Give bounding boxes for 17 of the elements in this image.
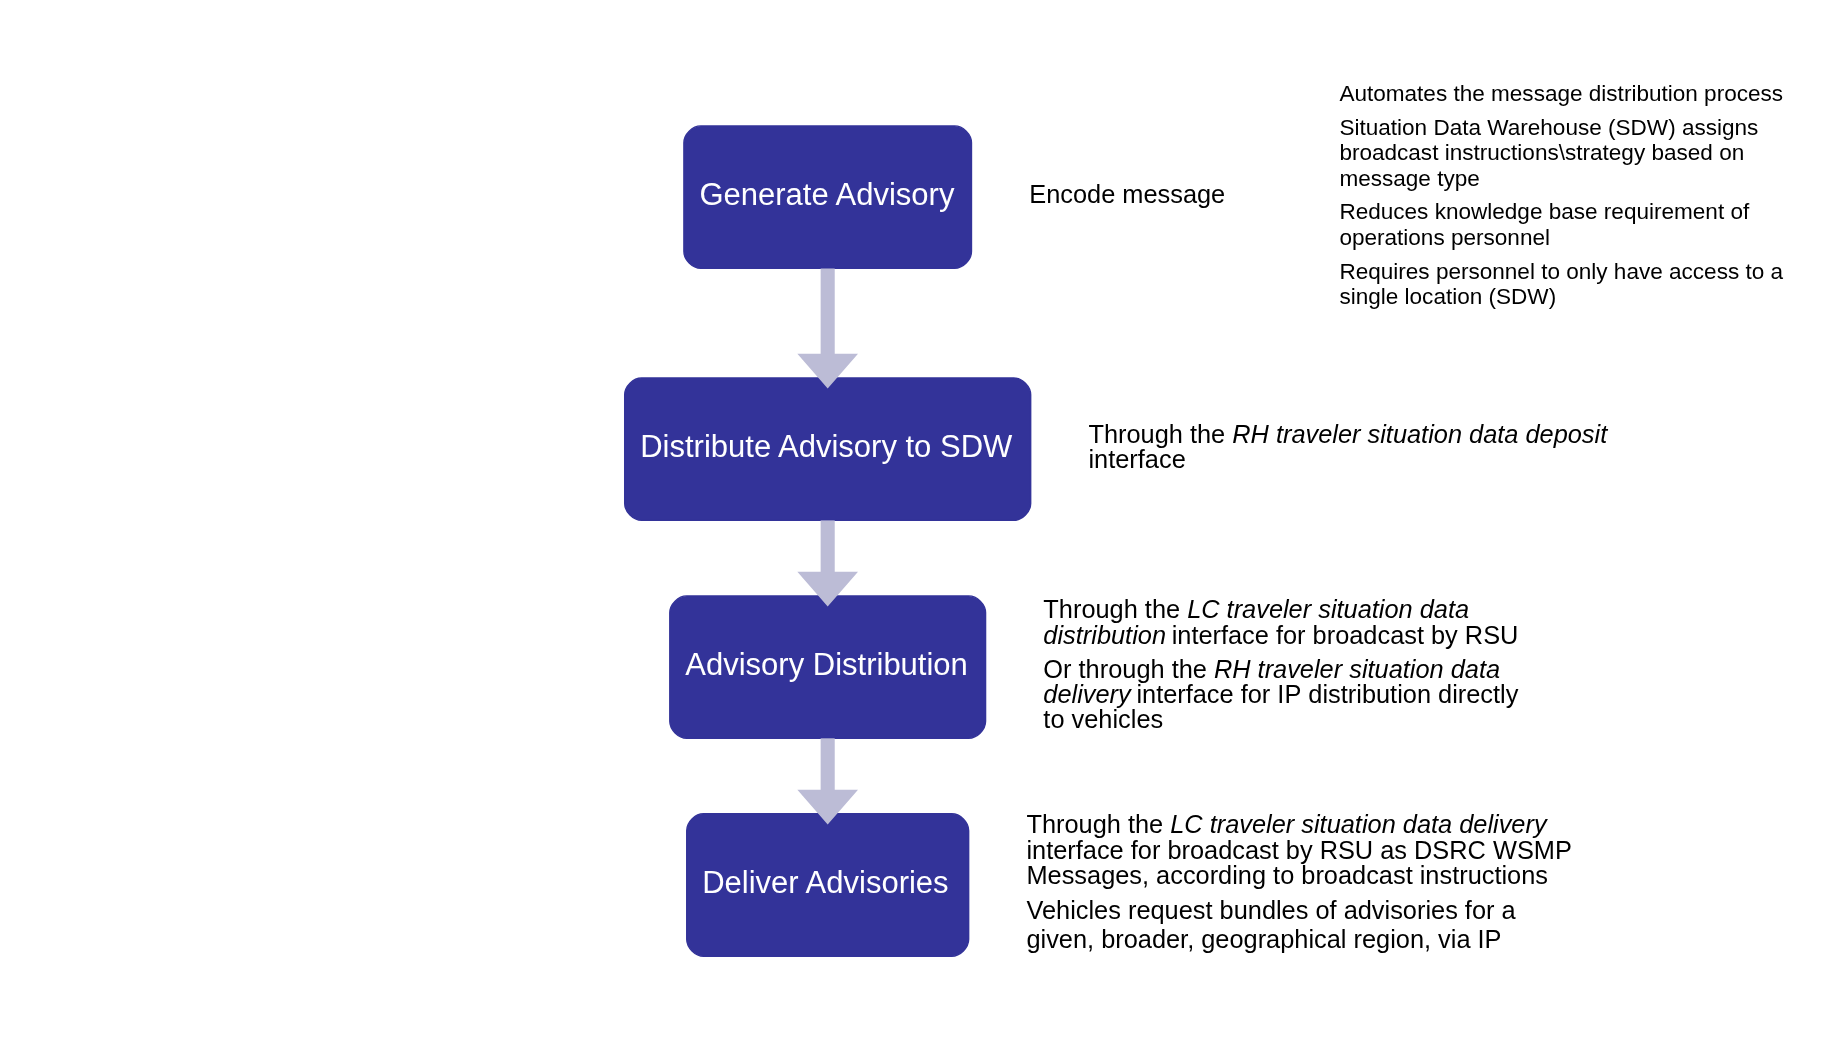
node-label: Through the RH traveler situation data deposit interface xyxy=(1088,419,1608,473)
label: Reduces knowledge base requirement of operations personnel xyxy=(1339,198,1750,250)
node-label: Through the LC traveler situation data distribution interface for broadcast by RSU xyxy=(1043,594,1519,649)
node-label: Vehicles request bundles of advisories for a given, broader, geographical region, via IP xyxy=(1026,895,1516,953)
node-label: Through the LC traveler situation data delivery interface for broadcast by RSU as DSRC WSMP Messages, according to broadcast instructions xyxy=(1026,809,1572,889)
node-box: Advisory Distribution xyxy=(669,594,987,739)
node-box: Generate Advisory xyxy=(683,124,973,269)
arrow xyxy=(797,268,859,388)
arrow xyxy=(797,737,859,824)
node-label: Encode message xyxy=(1029,179,1226,208)
node-label: Or through the RH traveler situation data delivery interface for IP distribution directly to vehicles xyxy=(1043,654,1519,733)
label: Requires personnel to only have access to a single location (SDW) xyxy=(1339,258,1784,309)
label: Situation Data Warehouse (SDW) assigns broadcast instructions\strategy based on message type xyxy=(1339,114,1759,191)
node-box: Deliver Advisories xyxy=(686,812,970,957)
node-box: Distribute Advisory to SDW xyxy=(624,376,1032,521)
arrow xyxy=(797,519,859,606)
label: Automates the message distribution process xyxy=(1339,80,1784,106)
